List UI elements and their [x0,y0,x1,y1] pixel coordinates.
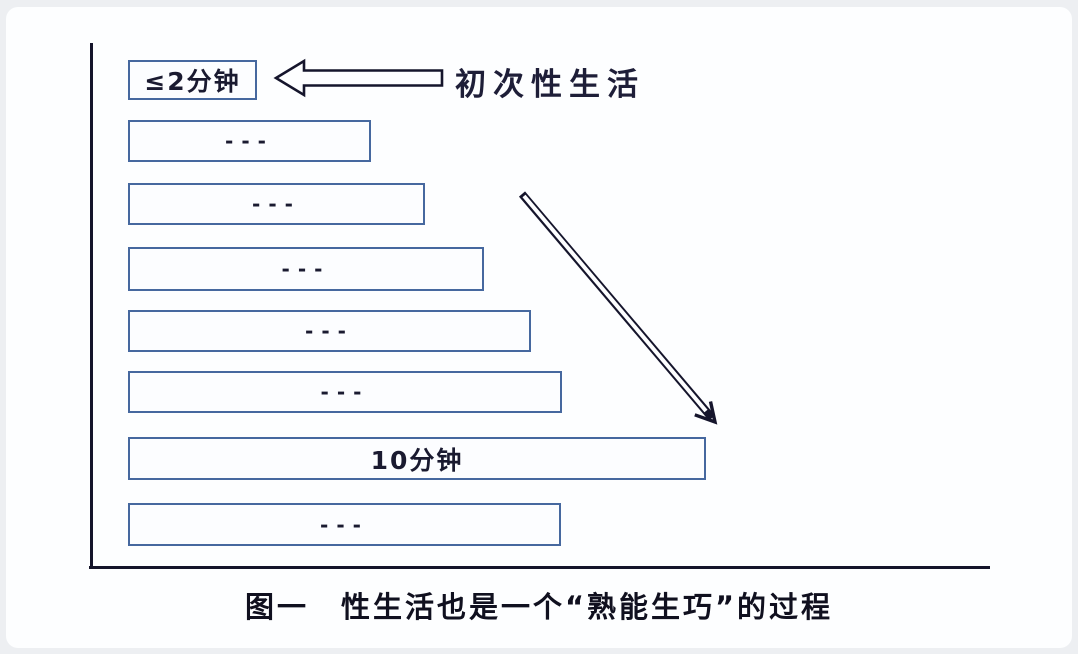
left-block-arrow-icon [273,58,444,98]
bar-4: --- [128,247,484,291]
bar-1: ≤2分钟 [128,60,257,100]
bar-label: --- [281,257,331,281]
y-axis [90,43,93,568]
bar-6: --- [128,371,562,413]
trend-arrow-icon [518,191,718,425]
bar-3: --- [128,183,425,225]
figure-caption: 图一 性生活也是一个“熟能生巧”的过程 [244,590,834,624]
bar-7: 10分钟 [128,437,706,480]
x-axis [89,566,990,569]
bar-label: --- [252,192,301,216]
bar-2: --- [128,120,371,162]
figure-card: ≤2分钟 --- --- --- --- --- 10分钟 --- 初次性生活 图一 性生活也… [6,7,1072,648]
first-time-annotation: 初次性生活 [455,67,645,103]
bar-label: 10分钟 [370,445,464,475]
bar-label: --- [305,319,354,343]
bar-label: --- [320,380,370,404]
plot-area: ≤2分钟 --- --- --- --- --- 10分钟 --- 初次性生活 图一 性生活也… [6,7,1072,648]
bar-label: ≤2分钟 [144,67,241,96]
bar-5: --- [128,310,531,352]
bar-label: --- [320,512,369,537]
bar-8: --- [128,503,561,546]
bar-label: --- [225,129,274,153]
